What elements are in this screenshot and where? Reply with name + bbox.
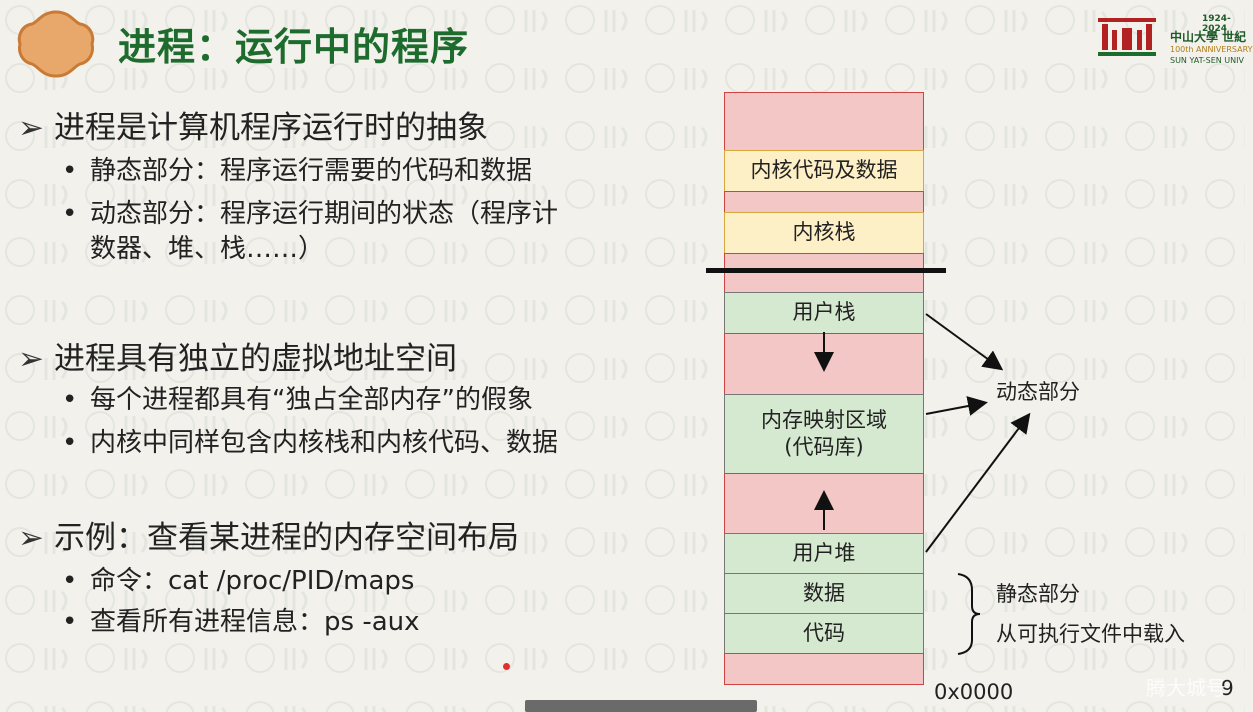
static-brace-icon <box>957 573 981 655</box>
gate-logo-icon <box>1098 18 1156 56</box>
sub-bullet-text: 每个进程都具有“独占全部内存”的假象 <box>90 385 533 415</box>
sub-bullet-illusion: • 每个进程都具有“独占全部内存”的假象 <box>62 379 533 416</box>
sub-bullet-text: 查看所有进程信息：ps -aux <box>90 607 420 637</box>
arrow-stack-to-dynamic-icon <box>925 313 1004 371</box>
segment-empty-heap-gap <box>724 473 924 534</box>
segment-mmap: 内存映射区域 (代码库) <box>724 394 924 474</box>
dot-bullet-icon: • <box>62 428 78 458</box>
sub-bullet-text: 静态部分：程序运行需要的代码和数据 <box>90 156 533 186</box>
bullet-virtual-address-space: ➢ 进程具有独立的虚拟地址空间 <box>18 333 457 378</box>
kernel-user-divider <box>706 268 946 273</box>
sub-bullet-dynamic: • 动态部分：程序运行期间的状态（程序计 <box>62 193 558 230</box>
logo-anniversary: 100th ANNIVERSARY <box>1170 45 1253 54</box>
segment-empty-stack-gap <box>724 333 924 395</box>
arrow-bullet-icon: ➢ <box>18 341 44 377</box>
arrow-heap-to-dynamic-icon <box>925 412 1031 553</box>
bullet-text: 进程具有独立的虚拟地址空间 <box>54 341 457 377</box>
segment-label: 内存映射区域 (代码库) <box>761 407 887 462</box>
sub-bullet-kernel: • 内核中同样包含内核栈和内核代码、数据 <box>62 422 558 459</box>
label-static-note: 从可执行文件中载入 <box>996 622 1185 646</box>
sub-bullet-text: 命令：cat /proc/PID/maps <box>90 566 415 596</box>
bullet-text: 示例：查看某进程的内存空间布局 <box>54 520 519 556</box>
mmap-line1: 内存映射区域 <box>761 407 887 432</box>
logo-name-en: SUN YAT-SEN UNIV <box>1170 56 1244 65</box>
decorative-logo-icon <box>17 10 95 78</box>
dot-bullet-icon: • <box>62 607 78 637</box>
arrow-mmap-to-dynamic-icon <box>925 396 988 416</box>
sub-bullet-command: • 命令：cat /proc/PID/maps <box>62 560 414 597</box>
segment-label: 内核栈 <box>792 220 856 245</box>
arrow-bullet-icon: ➢ <box>18 110 44 146</box>
logo-years: 1924-2024 <box>1202 14 1231 34</box>
sub-bullet-static: • 静态部分：程序运行需要的代码和数据 <box>62 150 532 187</box>
segment-label: 用户栈 <box>792 300 856 325</box>
segment-user-stack: 用户栈 <box>724 292 924 334</box>
segment-label: 数据 <box>803 580 845 605</box>
bullet-text: 进程是计算机程序运行时的抽象 <box>54 110 488 146</box>
laser-pointer-dot <box>503 663 510 670</box>
dot-bullet-icon: • <box>62 385 78 415</box>
watermark: 腾大城号 <box>1146 676 1226 700</box>
video-control-bar[interactable] <box>525 700 757 712</box>
label-static-part: 静态部分 <box>996 582 1080 606</box>
mmap-line2: (代码库) <box>784 435 864 459</box>
dot-bullet-icon: • <box>62 566 78 596</box>
university-logo: 1924-2024 中山大學 世紀 100th ANNIVERSARY SUN … <box>1096 12 1253 65</box>
sub-bullet-dynamic-cont: 数器、堆、栈……） <box>90 234 325 264</box>
segment-empty-kernel-bottom <box>724 253 924 293</box>
segment-user-heap: 用户堆 <box>724 533 924 574</box>
bullet-example: ➢ 示例：查看某进程的内存空间布局 <box>18 512 519 557</box>
page-number: 9 <box>1221 676 1234 700</box>
segment-label: 代码 <box>803 620 845 645</box>
label-address-zero: 0x0000 <box>934 680 1014 704</box>
arrow-bullet-icon: ➢ <box>18 520 44 556</box>
sub-bullet-text: 动态部分：程序运行期间的状态（程序计 <box>90 199 559 229</box>
segment-empty-top <box>724 92 924 152</box>
segment-kernel-code: 内核代码及数据 <box>724 150 924 192</box>
segment-data: 数据 <box>724 573 924 614</box>
segment-label: 内核代码及数据 <box>750 158 898 183</box>
segment-empty-bottom <box>724 653 924 685</box>
segment-label: 用户堆 <box>792 540 856 565</box>
segment-empty-kernel-gap <box>724 191 924 213</box>
sub-bullet-text: 内核中同样包含内核栈和内核代码、数据 <box>90 428 559 458</box>
logo-name-cn: 中山大學 世紀 <box>1170 30 1247 44</box>
dot-bullet-icon: • <box>62 199 78 229</box>
sub-bullet-ps: • 查看所有进程信息：ps -aux <box>62 601 420 638</box>
bullet-process-abstraction: ➢ 进程是计算机程序运行时的抽象 <box>18 102 488 147</box>
segment-kernel-stack: 内核栈 <box>724 212 924 254</box>
dot-bullet-icon: • <box>62 156 78 186</box>
page-title: 进程：运行中的程序 <box>118 25 470 69</box>
label-dynamic-part: 动态部分 <box>996 380 1080 404</box>
segment-code: 代码 <box>724 613 924 654</box>
